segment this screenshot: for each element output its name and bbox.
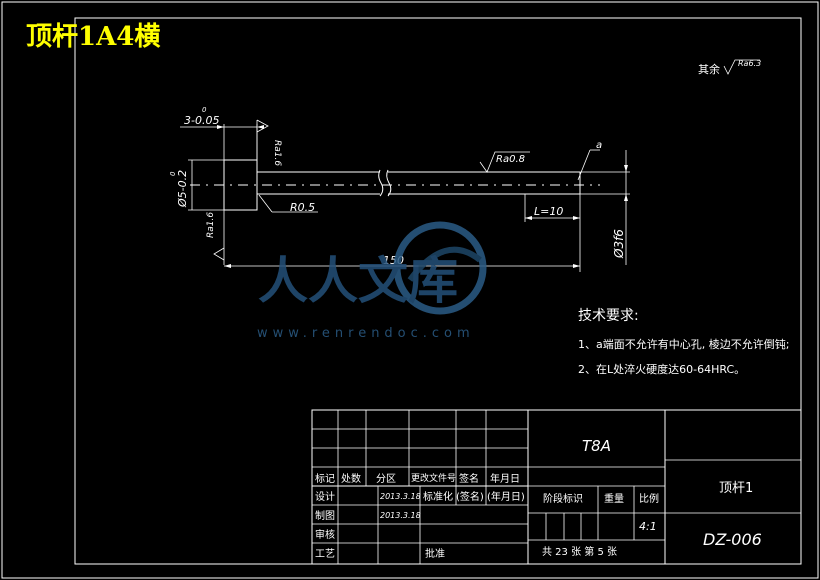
thickness-value: 3-0.05 xyxy=(184,114,219,127)
tb-process-label: 工艺 xyxy=(315,548,335,560)
end-face-callout: a xyxy=(577,140,602,181)
surface-finish-value: Ra6.3 xyxy=(738,59,761,68)
tech-requirement-1: 1、a端面不允许有中心孔, 棱边不允许倒钝; xyxy=(578,337,789,351)
svg-text:R0.5: R0.5 xyxy=(290,201,315,214)
watermark-brand: 人人文库 xyxy=(258,252,458,310)
svg-text:Ø3f6: Ø3f6 xyxy=(612,229,626,259)
tb-scale-value: 4:1 xyxy=(639,520,657,533)
tb-header-sign: 签名 xyxy=(459,472,479,485)
tb-sheets: 共 23 张 第 5 张 xyxy=(542,545,617,558)
tech-requirements-heading: 技术要求: xyxy=(578,308,639,324)
shaft-roughness: Ra0.8 xyxy=(479,151,530,173)
tb-design-label: 设计 xyxy=(315,490,335,503)
tb-review-label: 审核 xyxy=(315,528,335,541)
watermark-url: www.renrendoc.com xyxy=(257,326,475,341)
watermark: 人人文库 www.renrendoc.com xyxy=(257,221,487,341)
tb-drawing-number: DZ-006 xyxy=(703,530,762,549)
tb-stage-label: 阶段标识 xyxy=(543,492,583,505)
tb-part-name: 顶杆1 xyxy=(719,481,753,496)
drawing-title: 顶杆1A4横 xyxy=(26,22,160,52)
tb-design-date: 2013.3.18 xyxy=(380,492,421,501)
tb-drawing-label: 制图 xyxy=(315,509,335,522)
tb-header-mark: 标记 xyxy=(315,473,335,485)
tb-header-change-doc: 更改文件号 xyxy=(411,472,456,484)
tb-drawing-date: 2013.3.18 xyxy=(380,511,421,520)
tb-standardize-label: 标准化 xyxy=(423,490,453,503)
shaft-diameter-dimension: Ø3f6 xyxy=(580,150,630,265)
tb-header-count: 处数 xyxy=(341,472,361,485)
tb-material: T8A xyxy=(582,437,611,455)
head-diameter-dimension: Ø5-0.2 0 xyxy=(169,159,224,211)
surface-finish-prefix: 其余 xyxy=(698,62,720,76)
thickness-dimension: 3-0.05 0 xyxy=(180,106,264,160)
head-diameter-value: Ø5-0.2 xyxy=(176,170,189,208)
svg-text:a: a xyxy=(596,140,602,151)
radius-callout: R0.5 xyxy=(258,194,318,214)
head-roughness-right: Ra1.6 xyxy=(256,119,282,166)
part-view xyxy=(190,159,600,211)
tb-scale-label: 比例 xyxy=(639,492,659,505)
svg-text:0: 0 xyxy=(202,106,207,114)
head-roughness-left: Ra1.6 xyxy=(206,210,225,265)
svg-text:0: 0 xyxy=(169,171,177,176)
tb-header-zone: 分区 xyxy=(376,473,396,485)
svg-text:Ra0.8: Ra0.8 xyxy=(496,154,525,165)
tb-header-date: 年月日 xyxy=(490,472,520,485)
svg-text:Ra1.6: Ra1.6 xyxy=(206,212,216,238)
tb-ymd-label: (年月日) xyxy=(487,490,525,503)
svg-text:L=10: L=10 xyxy=(534,205,563,218)
svg-text:Ra1.6: Ra1.6 xyxy=(272,140,282,166)
tb-approve-label: 批准 xyxy=(425,547,445,560)
tb-sign-label: (签名) xyxy=(456,490,484,503)
length-segment-dimension: L=10 xyxy=(524,194,581,222)
tech-requirement-2: 2、在L处淬火硬度达60-64HRC。 xyxy=(578,362,745,376)
roughness-symbol-icon xyxy=(723,59,760,75)
tb-weight-label: 重量 xyxy=(604,492,624,505)
title-block xyxy=(311,409,802,565)
